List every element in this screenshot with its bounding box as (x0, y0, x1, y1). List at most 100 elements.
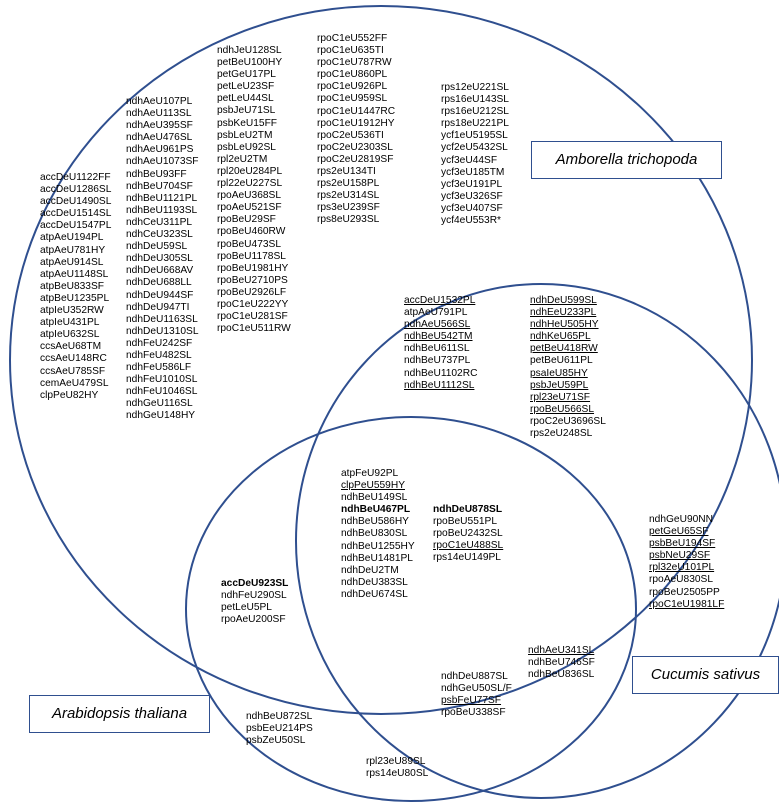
editing-site-label: rpoC1eU635TI (317, 45, 384, 57)
editing-site-label: petGeU17PL (217, 69, 276, 81)
editing-site-label: ycf3eU44SF (441, 154, 498, 166)
editing-site-label: accDeU1490SL (40, 196, 112, 208)
editing-site-label: ndhGeU90NN (649, 514, 713, 525)
editing-site-label: rpoC1eU959SL (317, 93, 388, 105)
editing-site-label: rpoC1eU488SL (433, 540, 504, 552)
editing-site-label: rps2eU314SL (317, 190, 380, 202)
editing-site-label: rps8eU293SL (317, 214, 380, 226)
arabidopsis-circle (185, 416, 637, 802)
editing-site-label: rpoBeU2505PP (649, 586, 720, 598)
editing-site-label: atpFeU92PL (341, 468, 399, 479)
editing-site-label: rpoC1eU1912HY (317, 117, 395, 129)
editing-site-label: psbZeU50SL (246, 735, 306, 747)
editing-site-label: ndhDeU944SF (126, 289, 194, 301)
editing-site-label: ycf3eU191PL (441, 178, 503, 190)
editing-site-label: rpoC1eU552FF (317, 33, 388, 44)
editing-site-label: ndhFeU482SL (126, 349, 192, 361)
editing-site-label: ndhBeU93FF (126, 168, 187, 180)
editing-site-label: rpoAeU521SF (217, 202, 282, 214)
editing-site-label: rps14eU80SL (366, 768, 429, 780)
editing-site-label: accDeU1532PL (404, 295, 476, 306)
amborella-circle (9, 5, 753, 715)
cucumis-circle (295, 283, 779, 799)
editing-site-label: ndhBeU586HY (341, 516, 409, 528)
editing-site-label: ndhBeU467PL (341, 504, 411, 516)
editing-site-label: atpAeU914SL (40, 256, 104, 268)
editing-site-label: ndhBeU746SF (528, 657, 595, 669)
editing-site-label: ndhDeU668AV (126, 265, 194, 277)
amborella-label: Amborella trichopoda (531, 141, 722, 179)
editing-site-label: ycf4eU553R* (441, 215, 502, 227)
editing-site-label: ndhGeU148HY (126, 410, 196, 422)
editing-site-label: ndhDeU947TI (126, 301, 190, 313)
editing-site-label: ccsAeU785SF (40, 365, 106, 377)
editing-site-label: accDeU1547PL (40, 220, 112, 232)
editing-site-label: ndhAeU341SL (528, 645, 595, 656)
editing-site-label: ndhDeU674SL (341, 588, 408, 600)
editing-site-label: atpIeU632SL (40, 329, 100, 341)
editing-site-label: rpoBeU1981HY (217, 262, 289, 274)
editing-site-label: ndhDeU599SL (530, 295, 597, 306)
editing-site-label: psbEeU214PS (246, 723, 313, 735)
editing-site-label: psbLeU92SL (217, 141, 276, 153)
editing-site-label: rpoAeU200SF (221, 614, 286, 626)
editing-site-label: petLeU5PL (221, 602, 272, 614)
editing-site-label: ndhFeU290SL (221, 590, 287, 602)
editing-site-label: rpoC1eU1981LF (649, 598, 725, 610)
editing-site-label: rpoBeU566SL (530, 403, 595, 415)
editing-site-label: ndhDeU1163SL (126, 313, 198, 325)
editing-site-label: atpIeU352RW (40, 305, 104, 317)
editing-site-label: rpoC1eU860PL (317, 69, 388, 81)
editing-site-label: rpoBeU551PL (433, 516, 498, 528)
editing-site-label: ndhBeU149SL (341, 492, 408, 504)
editing-site-label: psbBeU194SF (649, 538, 716, 550)
editing-site-label: ndhDeU59SL (126, 241, 188, 253)
editing-site-label: ndhDeU1310SL (126, 325, 199, 337)
editing-site-label: clpPeU82HY (40, 389, 99, 401)
editing-site-label: ndhBeU836SL (528, 669, 595, 681)
editing-site-label: ndhGeU50SL/F (441, 683, 512, 695)
editing-site-label: rpoBeU2710PS (217, 274, 288, 286)
editing-site-label: ndhEeU233PL (530, 307, 597, 319)
editing-site-label: psbLeU2TM (217, 129, 273, 141)
editing-site-label: ycf1eU5195SL (441, 130, 508, 142)
editing-site-label: atpIeU431PL (40, 317, 100, 329)
editing-site-label: rps12eU221SL (441, 82, 509, 93)
editing-site-label: rps2eU248SL (530, 428, 593, 440)
editing-site-label: ndhAeU395SF (126, 120, 193, 132)
editing-site-label: rpl23eU71SF (530, 391, 591, 403)
editing-site-label: ycf2eU5432SL (441, 142, 508, 154)
editing-site-label: rps3eU239SF (317, 202, 380, 214)
editing-site-label: ndhBeU1193SL (126, 204, 198, 216)
editing-site-label: rpoC2eU2303SL (317, 141, 393, 153)
editing-site-label: petLeU44SL (217, 93, 274, 105)
editing-site-label: ccsAeU68TM (40, 341, 102, 353)
editing-site-label: petBeU418RW (530, 343, 598, 355)
editing-site-label: ndhAeU961PS (126, 144, 194, 156)
editing-site-label: psaIeU85HY (530, 367, 588, 379)
editing-site-label: ndhBeU872SL (246, 711, 313, 722)
editing-site-label: rpl23eU89SL (366, 756, 426, 767)
editing-site-label: rpoBeU29SF (217, 214, 276, 226)
editing-site-label: ndhFeU586LF (126, 362, 192, 374)
editing-site-label: ndhBeU830SL (341, 528, 408, 540)
editing-site-label: petLeU23SF (217, 81, 275, 93)
editing-site-label: ndhJeU128SL (217, 45, 282, 56)
editing-site-label: atpBeU1235PL (40, 292, 110, 304)
editing-site-label: ndhDeU887SL (441, 671, 508, 682)
editing-site-label: rps2eU158PL (317, 178, 380, 190)
editing-site-label: atpAeU791PL (404, 307, 468, 319)
editing-site-label: ndhBeU1112SL (404, 379, 475, 391)
editing-site-label: ndhCeU311PL (126, 216, 193, 228)
editing-site-label: ndhBeU1255HY (341, 540, 415, 552)
editing-site-label: petBeU100HY (217, 57, 283, 69)
editing-site-label: accDeU1122FF (40, 172, 111, 183)
